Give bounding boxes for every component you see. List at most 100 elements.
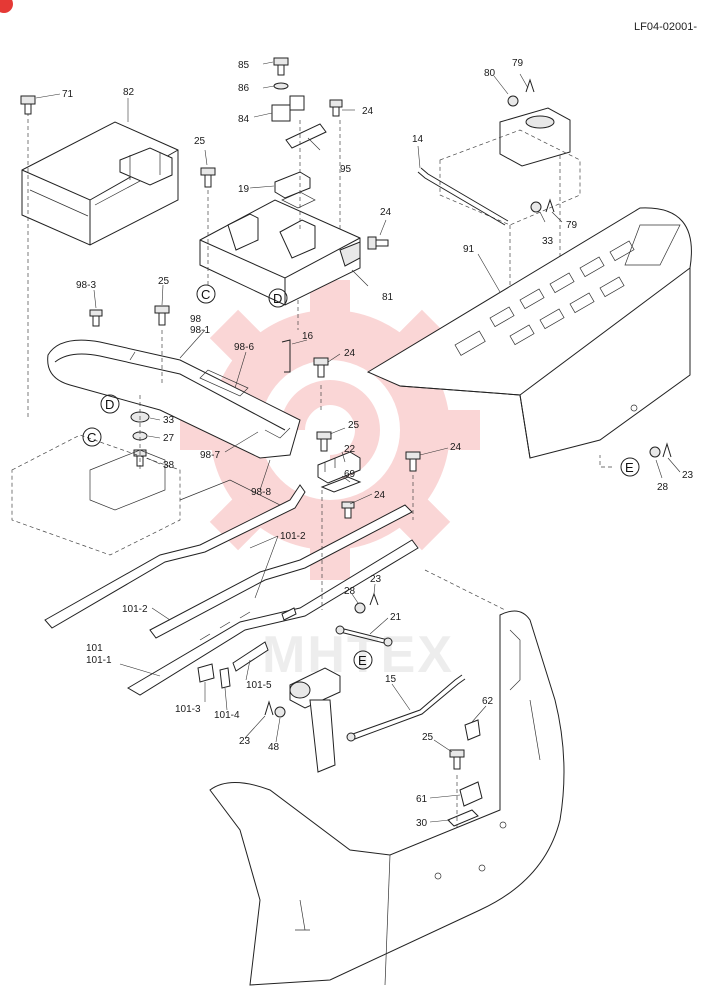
front-cover [366,207,692,459]
bolt-24-mid [313,357,329,410]
ref-mark-e-mid-label: E [358,653,367,668]
ref-mark-d-top [268,288,288,308]
washer-28-right [649,446,661,458]
rail-101-2-lower [149,504,413,639]
clip-101-small [281,607,297,621]
cotter-pin-23-mid [369,592,379,606]
part-label: 71 [62,89,74,100]
rail-101-2-upper [44,484,306,629]
part-label: 101 [86,643,103,654]
rod-21 [335,625,393,647]
part-label: 24 [380,207,392,218]
part-label: 15 [385,674,397,685]
part-label: 85 [238,60,250,71]
part-label: 33 [163,415,175,426]
part-label: 91 [463,244,475,255]
side-trim-98 [47,339,301,459]
corner-marker-icon [0,0,13,13]
part-label: 33 [542,236,554,247]
rod-14 [417,167,509,226]
part-label: 16 [302,331,314,342]
washer-33-top [530,201,542,213]
part-label: 98-7 [200,450,220,461]
relay-84 [271,95,305,122]
control-bracket [199,191,361,306]
part-label: 69 [344,469,356,480]
bolt-98-3 [89,309,103,327]
part-label: 24 [362,106,374,117]
part-label: 101-3 [175,704,201,715]
part-label: 24 [450,442,462,453]
part-label: 84 [238,114,250,125]
cylinder-assembly [289,667,341,773]
part-label: 82 [123,87,135,98]
bolt-24-right-lower [405,451,421,520]
pad-101-3 [197,663,215,683]
part-label: 86 [238,83,250,94]
diagram-code: LF04-02001- [634,21,697,33]
part-label: 101-2 [280,531,306,542]
washer-80 [507,95,519,107]
part-label: 61 [416,794,428,805]
cover-panel-openings [454,240,635,356]
strip-101-5 [232,641,269,672]
part-label: 62 [482,696,494,707]
part-label: 101-5 [246,680,272,691]
part-label: 101-4 [214,710,240,721]
plate-95 [285,123,327,149]
part-label: 48 [268,742,280,753]
plate-30 [447,809,479,827]
bracket-61 [459,781,483,807]
bracket-19 [274,171,311,199]
bracket-62 [464,719,481,741]
part-label: 27 [163,433,175,444]
bolt-25-trim [154,305,170,385]
cotter-pin-79-right [545,198,555,213]
frame-outline [11,434,291,556]
part-label: 14 [412,134,424,145]
part-label: 28 [344,586,356,597]
part-label: 25 [158,276,170,287]
counterweight-body [209,610,565,986]
part-label: 23 [682,470,694,481]
ref-mark-c-top [196,284,216,304]
ref-mark-d-top-label: D [273,291,282,306]
washer-86 [273,82,289,90]
part-label: 19 [238,184,250,195]
part-label: 79 [566,220,578,231]
part-label: 98-3 [76,280,96,291]
ref-mark-e-right [620,457,640,477]
part-label: 81 [382,292,394,303]
cotter-pin-23-right [662,442,672,458]
rail-101 [127,539,419,696]
washer-28-mid [354,602,366,614]
part-label: 79 [512,58,524,69]
ref-mark-d-left-label: D [105,397,114,412]
cotter-pin-79-top [525,78,535,93]
bolt-24-right [367,236,389,250]
ref-mark-e-right-label: E [625,460,634,475]
part-label: 80 [484,68,496,79]
ref-mark-e-mid [353,650,373,670]
part-number-labels: 85 86 84 24 95 19 25 71 82 81 24 79 80 1… [62,58,694,829]
part-label: 30 [416,818,428,829]
part-label: 98-1 [190,325,210,336]
part-label: 25 [422,732,434,743]
part-label: 98-8 [251,487,271,498]
reference-mark-letters: C D D C E E [87,287,634,668]
part-label: 28 [657,482,669,493]
bolt-24-top [329,99,343,117]
part-label: 38 [163,460,175,471]
ref-mark-d-left [100,394,120,414]
pad-101-4 [219,667,231,689]
part-label: 25 [194,136,206,147]
part-label: 24 [374,490,386,501]
bracket-69 [320,476,362,493]
part-label: 22 [344,444,356,455]
bolt-24-lower [341,501,355,519]
cotter-pin-23-low [264,700,274,716]
part-label: 24 [344,348,356,359]
part-label: 98 [190,314,202,325]
battery-box [21,112,179,420]
part-label: 98-6 [234,342,254,353]
